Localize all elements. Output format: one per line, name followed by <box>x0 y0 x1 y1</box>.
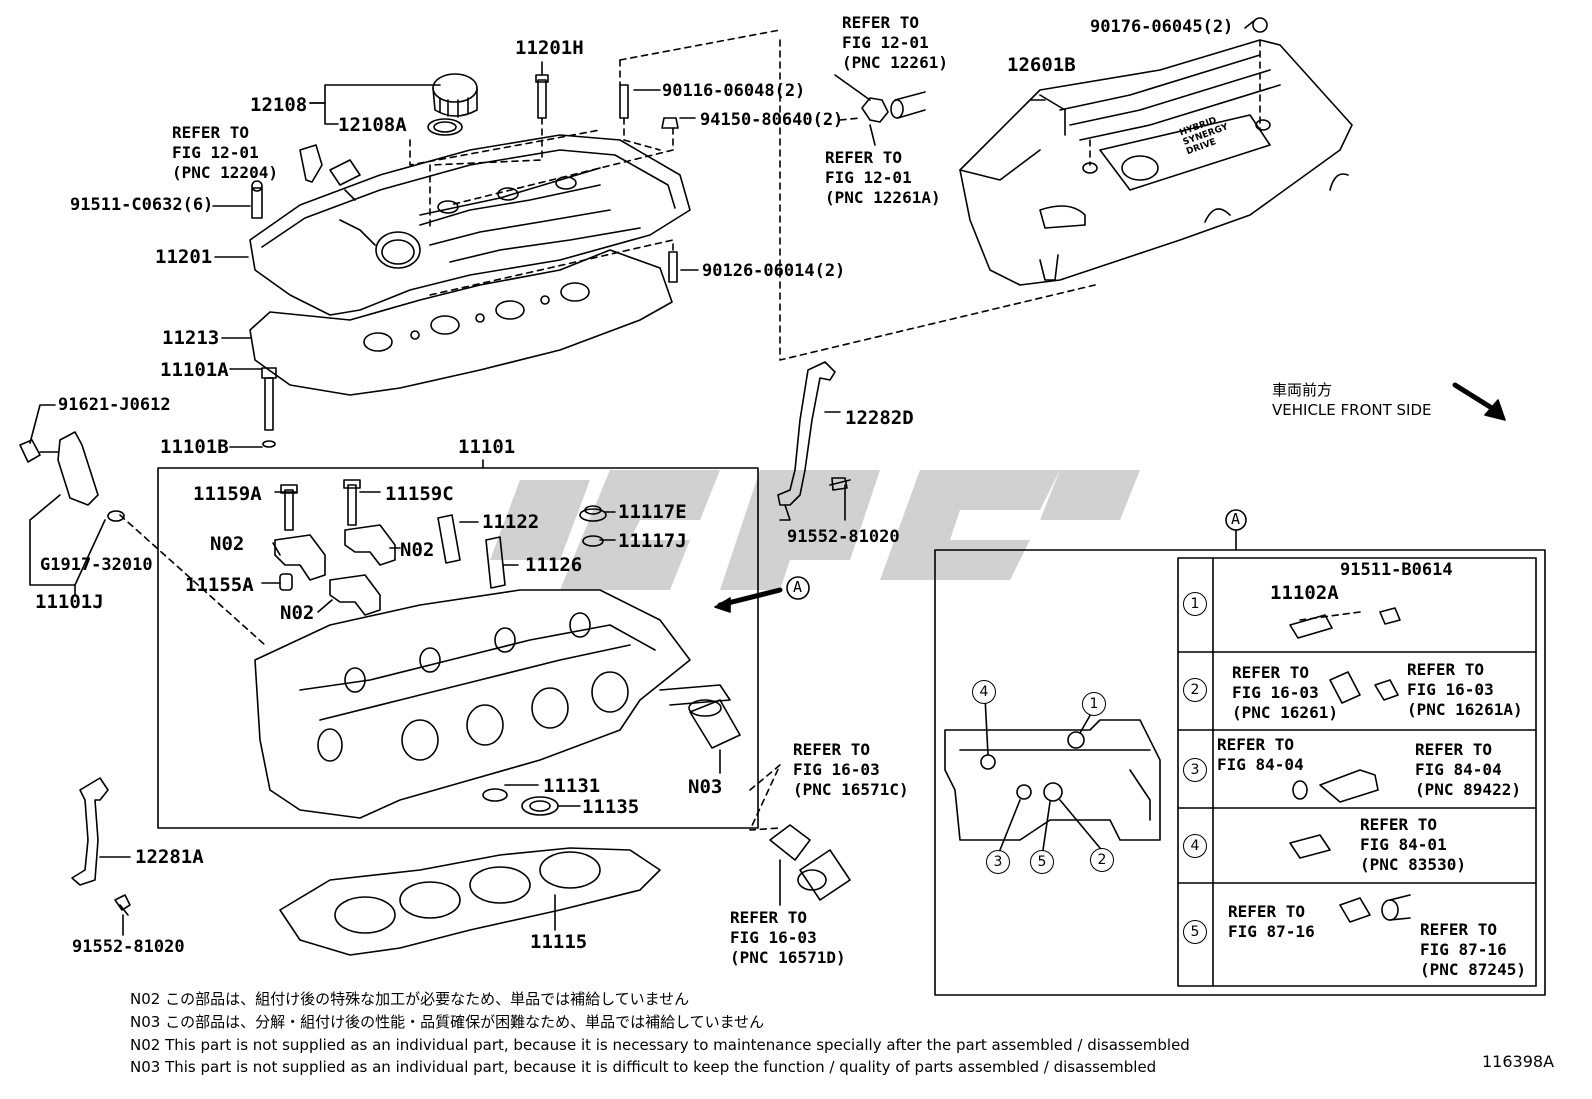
row-3-number: 3 <box>1183 758 1207 782</box>
ref-pnc-12261a: REFER TO FIG 12-01 (PNC 12261A) <box>825 148 941 207</box>
label-11126: 11126 <box>525 554 583 576</box>
view-a-label: A <box>793 578 803 596</box>
callout-4: 4 <box>972 680 996 704</box>
label-11159A: 11159A <box>193 483 262 505</box>
front-arrow <box>1452 382 1498 413</box>
ref-pnc-16571c: REFER TO FIG 16-03 (PNC 16571C) <box>793 740 909 799</box>
note-n02-jp: N02 この部品は、組付け後の特殊な加工が必要なため、単品では補給していません <box>130 990 690 1008</box>
ref-fig-87-16-left: REFER TO FIG 87-16 <box>1228 902 1315 941</box>
label-11135: 11135 <box>582 796 640 818</box>
ref-pnc-89422: REFER TO FIG 84-04 (PNC 89422) <box>1415 740 1521 799</box>
coolant-hose-drawing <box>769 824 851 901</box>
vehicle-front-side: 車両前方 VEHICLE FRONT SIDE <box>1272 381 1432 419</box>
ocv-drawing <box>19 431 125 522</box>
note-n03-jp: N03 この部品は、分解・組付け後の性能・品質確保が困難なため、単品では補給して… <box>130 1013 765 1031</box>
label-n03: N03 <box>688 776 723 798</box>
label-11101A: 11101A <box>160 359 229 381</box>
oil-cap-drawing <box>427 73 478 136</box>
label-12282D: 12282D <box>845 407 914 429</box>
label-90176-06045: 90176-06045(2) <box>1090 17 1234 37</box>
cylinder-head-box <box>157 467 759 829</box>
callout-3: 3 <box>986 850 1010 874</box>
label-11131: 11131 <box>543 775 601 797</box>
label-12601B: 12601B <box>1007 54 1076 76</box>
detail-a-box <box>934 549 1546 996</box>
label-g1917-32010: G1917-32010 <box>40 555 153 575</box>
bracket-12281a-drawing <box>71 777 131 916</box>
label-n02-a: N02 <box>210 533 245 555</box>
leader-lines <box>29 19 1256 936</box>
row-4-number: 4 <box>1183 834 1207 858</box>
detail-a-title: A <box>1231 510 1241 528</box>
head-bolt-drawing <box>261 367 277 448</box>
label-n02-c: N02 <box>280 602 315 624</box>
ref-pnc-12204: REFER TO FIG 12-01 (PNC 12204) <box>172 123 278 182</box>
label-11201H: 11201H <box>515 37 584 59</box>
view-a-circle <box>786 576 810 600</box>
detail-head-drawing <box>944 696 1161 851</box>
dashed-leaders <box>119 29 1361 831</box>
label-11102A: 11102A <box>1270 582 1339 604</box>
figure-id: 116398A <box>1482 1052 1555 1071</box>
label-11101J: 11101J <box>35 591 104 613</box>
ref-pnc-16261a: REFER TO FIG 16-03 (PNC 16261A) <box>1407 660 1523 719</box>
callout-1: 1 <box>1082 692 1106 716</box>
engine-cover-drawing <box>959 39 1353 286</box>
label-11201: 11201 <box>155 246 213 268</box>
label-11117J: 11117J <box>618 530 687 552</box>
label-91511-b0614: 91511-B0614 <box>1340 560 1453 580</box>
callout-5: 5 <box>1030 850 1054 874</box>
cylinder-head-drawing <box>254 589 731 819</box>
head-gasket-drawing <box>279 847 661 956</box>
ref-pnc-12261: REFER TO FIG 12-01 (PNC 12261) <box>842 13 948 72</box>
row-5-number: 5 <box>1183 920 1207 944</box>
detail-a-rows <box>1177 651 1537 884</box>
ref-pnc-16571d: REFER TO FIG 16-03 (PNC 16571D) <box>730 908 846 967</box>
label-90126-06014: 90126-06014(2) <box>702 261 846 281</box>
detail-parts-drawing <box>1289 607 1411 923</box>
label-94150-80640: 94150-80640(2) <box>700 110 844 130</box>
label-11213: 11213 <box>162 327 220 349</box>
label-11101B: 11101B <box>160 436 229 458</box>
ref-pnc-87245: REFER TO FIG 87-16 (PNC 87245) <box>1420 920 1526 979</box>
bracket-12282d-drawing <box>777 361 851 521</box>
label-91511-c0632: 91511-C0632(6) <box>70 195 214 215</box>
label-91552-81020-bottom: 91552-81020 <box>72 937 185 957</box>
cover-fasteners-drawing <box>251 74 679 283</box>
view-a-arrowhead <box>714 597 731 613</box>
label-91621-j0612: 91621-J0612 <box>58 395 171 415</box>
label-11122: 11122 <box>482 511 540 533</box>
label-11117E: 11117E <box>618 501 687 523</box>
ref-pnc-83530: REFER TO FIG 84-01 (PNC 83530) <box>1360 815 1466 874</box>
note-n02-en: N02 This part is not supplied as an indi… <box>130 1036 1190 1054</box>
label-11159C: 11159C <box>385 483 454 505</box>
hose-clip-drawing <box>861 17 1268 123</box>
head-cover-gasket-drawing <box>249 249 673 396</box>
label-11115: 11115 <box>530 931 588 953</box>
label-12281A: 12281A <box>135 846 204 868</box>
watermark-logo <box>490 470 1140 590</box>
label-11155A: 11155A <box>185 574 254 596</box>
row-1-number: 1 <box>1183 592 1207 616</box>
label-12108A: 12108A <box>338 114 407 136</box>
front-arrowhead <box>1484 399 1506 421</box>
callout-2: 2 <box>1090 848 1114 872</box>
label-91552-81020-top: 91552-81020 <box>787 527 900 547</box>
row-2-number: 2 <box>1183 678 1207 702</box>
note-n03-en: N03 This part is not supplied as an indi… <box>130 1058 1157 1076</box>
detail-a-table <box>1177 557 1537 987</box>
label-11101: 11101 <box>458 436 516 458</box>
valve-cover-drawing <box>249 134 691 316</box>
label-90116-06048: 90116-06048(2) <box>662 81 806 101</box>
cam-caps-drawing <box>274 479 607 616</box>
detail-a-circle <box>1225 509 1247 531</box>
label-12108: 12108 <box>250 94 308 116</box>
ref-fig-84-04-left: REFER TO FIG 84-04 <box>1217 735 1304 774</box>
ref-pnc-16261: REFER TO FIG 16-03 (PNC 16261) <box>1232 663 1338 722</box>
label-n02-b: N02 <box>400 539 435 561</box>
